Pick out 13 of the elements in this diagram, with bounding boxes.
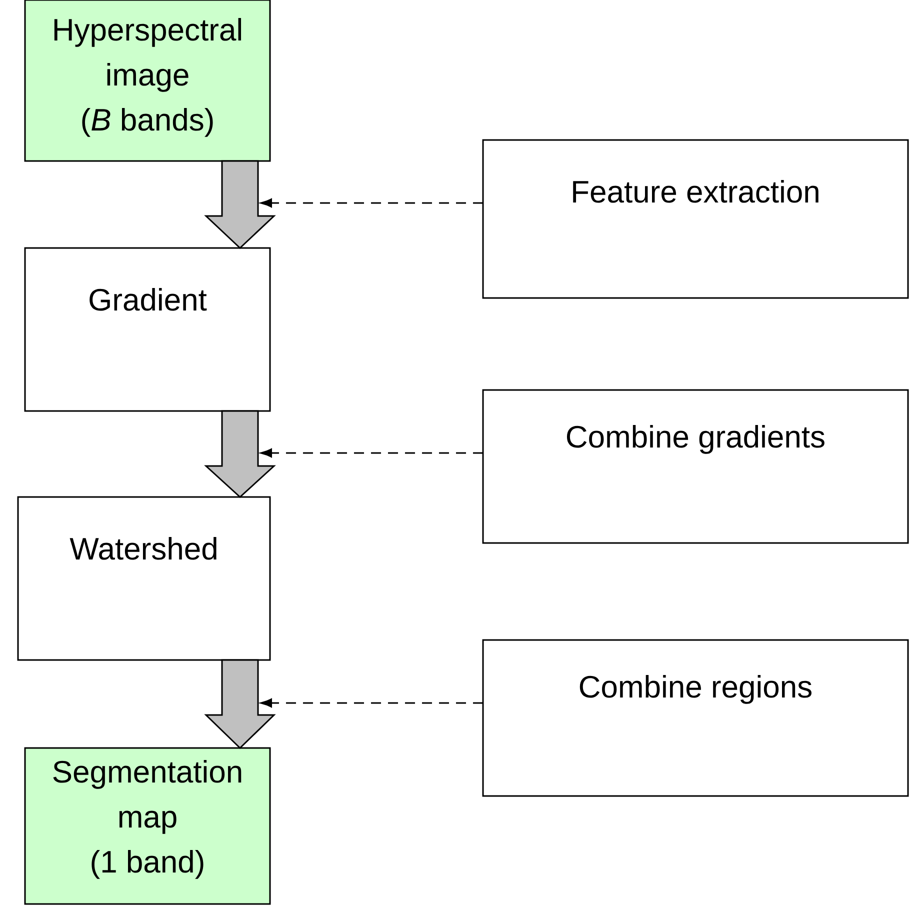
block-arrow [204,659,276,750]
block-arrow [204,410,276,498]
dashed-arrow [260,448,483,458]
dashed-arrow [260,698,483,708]
operation-box: Combine gradients [482,389,909,544]
block-arrow [204,160,276,250]
process-box: Gradient [24,247,271,412]
operation-box: Combine regions [482,639,909,797]
process-box: Watershed [17,496,271,661]
input-box: Segmentation map (1 band) [24,747,271,905]
operation-box: Feature extraction [482,139,909,299]
dashed-arrow [260,198,483,208]
input-box: Hyperspectral image (B bands) [24,0,271,162]
